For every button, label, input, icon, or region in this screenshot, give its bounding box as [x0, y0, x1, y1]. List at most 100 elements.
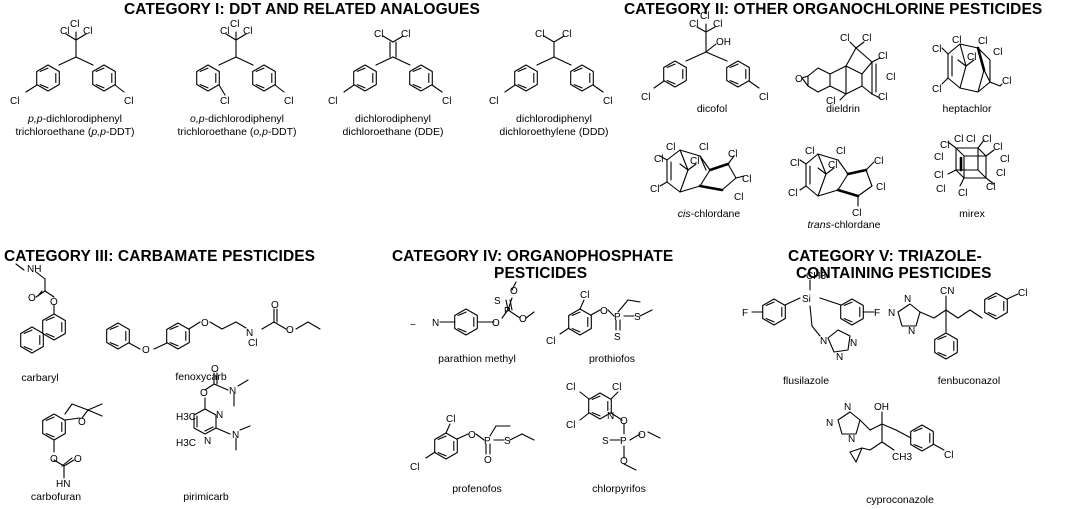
parathion-s: S	[494, 296, 501, 307]
chlorpyrifos-n: N	[607, 411, 614, 422]
prothiofos-cl2: Cl	[546, 336, 555, 347]
cyproconazole-n1: N	[844, 402, 851, 413]
heptachlor-cl5: Cl	[967, 52, 976, 63]
cyproconazole-structure	[837, 411, 945, 463]
flusilazole-label: flusilazole	[782, 375, 830, 387]
cyproconazole-n2: N	[826, 418, 833, 429]
heptachlor-structure	[941, 43, 1003, 93]
parathion-structure	[439, 281, 535, 336]
prothiofos-label: prothiofos	[588, 353, 636, 365]
profenofos-s: S	[504, 436, 511, 447]
dde-structure	[343, 35, 443, 93]
dicofol-cl4: Cl	[641, 92, 650, 103]
profenofos-o2: O	[484, 455, 492, 466]
carbaryl-o1: O	[50, 297, 58, 308]
profenofos-o1: O	[468, 430, 476, 441]
heptachlor-label: heptachlor	[942, 103, 992, 115]
carbaryl-label: carbaryl	[21, 372, 59, 384]
dicofol-cl5: Cl	[759, 92, 768, 103]
prothiofos-cl1: Cl	[580, 290, 589, 301]
trans-chlordane-structure	[799, 153, 875, 207]
dieldrin-structure	[801, 41, 881, 101]
dde-cl2: Cl	[401, 29, 410, 40]
heptachlor-cl3: Cl	[932, 44, 941, 55]
profenofos-label: profenofos	[452, 483, 502, 495]
trans-chlordane-cl1: Cl	[805, 146, 814, 157]
category-3-title: CATEGORY III: CARBAMATE PESTICIDES	[4, 248, 316, 265]
trans-chlordane-cl3: Cl	[790, 158, 799, 169]
chlorpyrifos-structure	[579, 391, 661, 471]
ppddt-cl1: Cl	[60, 26, 69, 37]
carbaryl-o2: O	[28, 293, 36, 304]
heptachlor-cl2: Cl	[978, 36, 987, 47]
mirex-cl4: Cl	[993, 142, 1002, 153]
mirex-cl8: Cl	[958, 188, 967, 199]
category-1-title: CATEGORY I: DDT AND RELATED ANALOGUES	[124, 1, 480, 18]
opddt-cl1: Cl	[220, 26, 229, 37]
fenoxycarb-structure	[106, 308, 321, 350]
dicofol-structure	[653, 23, 760, 89]
flusilazole-structure	[751, 279, 875, 353]
pirimicarb-n3: N	[204, 436, 211, 447]
trans-chlordane-cl7: Cl	[876, 182, 885, 193]
fenbuconazol-structure	[897, 292, 1019, 360]
dde-cl1: Cl	[374, 29, 383, 40]
cis-chlordane-cl5: Cl	[690, 156, 699, 167]
trans-chlordane-cl8: Cl	[852, 208, 861, 219]
mirex-cl2: Cl	[966, 134, 975, 145]
ddd-cl2: Cl	[562, 29, 571, 40]
chlorpyrifos-o1: O	[620, 416, 628, 427]
fenoxycarb-nh-h: Cl	[248, 338, 257, 349]
opddt-cl4: Cl	[220, 96, 229, 107]
carbofuran-label: carbofuran	[30, 491, 82, 503]
flusilazole-n2: N	[850, 338, 857, 349]
parathion-minus-o: −	[410, 320, 416, 331]
ppddt-cl2: Cl	[70, 19, 79, 30]
dieldrin-cl2: Cl	[862, 33, 871, 44]
prothiofos-s2: S	[634, 312, 641, 323]
ddd-structure	[504, 35, 604, 93]
parathion-o1: O	[492, 318, 500, 329]
chlorpyrifos-s: S	[602, 436, 609, 447]
prothiofos-p: P	[614, 312, 621, 323]
category-2-title: CATEGORY II: OTHER ORGANOCHLORINE PESTIC…	[624, 1, 1043, 18]
fenoxycarb-o4: O	[286, 325, 294, 336]
fenbuconazol-n3: N	[908, 326, 915, 337]
ddd-cl1: Cl	[535, 29, 544, 40]
pirimicarb-structure	[193, 372, 251, 451]
flusilazole-n3: N	[836, 352, 843, 363]
ppddt-structure	[25, 31, 125, 93]
cis-chlordane-cl3: Cl	[654, 154, 663, 165]
pirimicarb-h3c1: H3C	[176, 412, 196, 423]
carbofuran-o3: O	[74, 454, 82, 465]
dicofol-cl2: Cl	[700, 11, 709, 22]
chlorpyrifos-cl3: Cl	[566, 420, 575, 431]
dieldrin-cl3: Cl	[878, 51, 887, 62]
cis-chlordane-cl8: Cl	[734, 192, 743, 203]
fenbuconazol-label: fenbuconazol	[937, 375, 1001, 387]
prothiofos-s1: S	[614, 332, 621, 343]
category-4-title-line2: PESTICIDES	[494, 265, 588, 282]
flusilazole-f1: F	[742, 308, 748, 319]
dieldrin-label: dieldrin	[826, 103, 860, 115]
pirimicarb-o1: O	[200, 388, 208, 399]
cis-chlordane-label: cis-chlordane	[677, 208, 741, 220]
trans-chlordane-label: trans-chlordane	[807, 219, 881, 231]
dicofol-cl1: Cl	[689, 19, 698, 30]
heptachlor-cl7: Cl	[1002, 76, 1011, 87]
mirex-cl11: Cl	[940, 140, 949, 151]
cis-chlordane-cl4: Cl	[650, 184, 659, 195]
parathion-o2: O	[510, 286, 518, 297]
heptachlor-cl4: Cl	[932, 84, 941, 95]
category-5-title-line1: CATEGORY V: TRIAZOLE-	[788, 248, 982, 265]
mirex-cl5: Cl	[1000, 154, 1009, 165]
trans-chlordane-cl6: Cl	[874, 156, 883, 167]
flusilazole-si: Si	[802, 294, 811, 305]
mirex-structure	[947, 139, 995, 187]
chlorpyrifos-cl1: Cl	[566, 382, 575, 393]
carbofuran-structure	[42, 403, 103, 479]
fenbuconazol-cl: Cl	[1018, 288, 1027, 299]
carbaryl-structure	[15, 263, 66, 354]
ppddt-cl4: Cl	[10, 96, 19, 107]
